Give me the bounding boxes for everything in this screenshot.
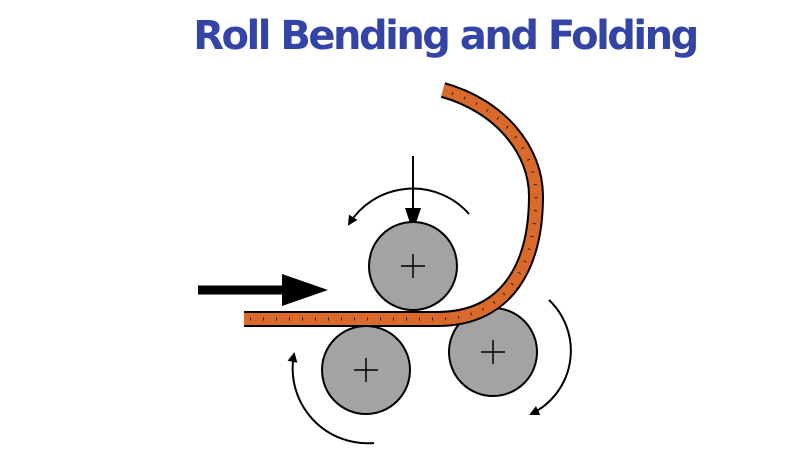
feed-arrow-icon bbox=[198, 274, 328, 306]
bottom-left-roller-center-icon bbox=[354, 358, 378, 382]
top-roller bbox=[368, 221, 458, 311]
sheet-metal-strip bbox=[244, 82, 545, 327]
bottom-right-roller-rotation-arrow-icon bbox=[529, 299, 572, 416]
bottom-left-roller-rotation-arrow-icon bbox=[287, 352, 375, 445]
top-roller-center-icon bbox=[401, 254, 425, 278]
bottom-right-roller-center-icon bbox=[481, 340, 505, 364]
top-roller-rotation-arrow-icon bbox=[347, 187, 470, 226]
pressure-arrow-icon bbox=[405, 156, 421, 232]
bottom-left-roller bbox=[321, 325, 411, 415]
page-title: Roll Bending and Folding bbox=[193, 13, 699, 59]
